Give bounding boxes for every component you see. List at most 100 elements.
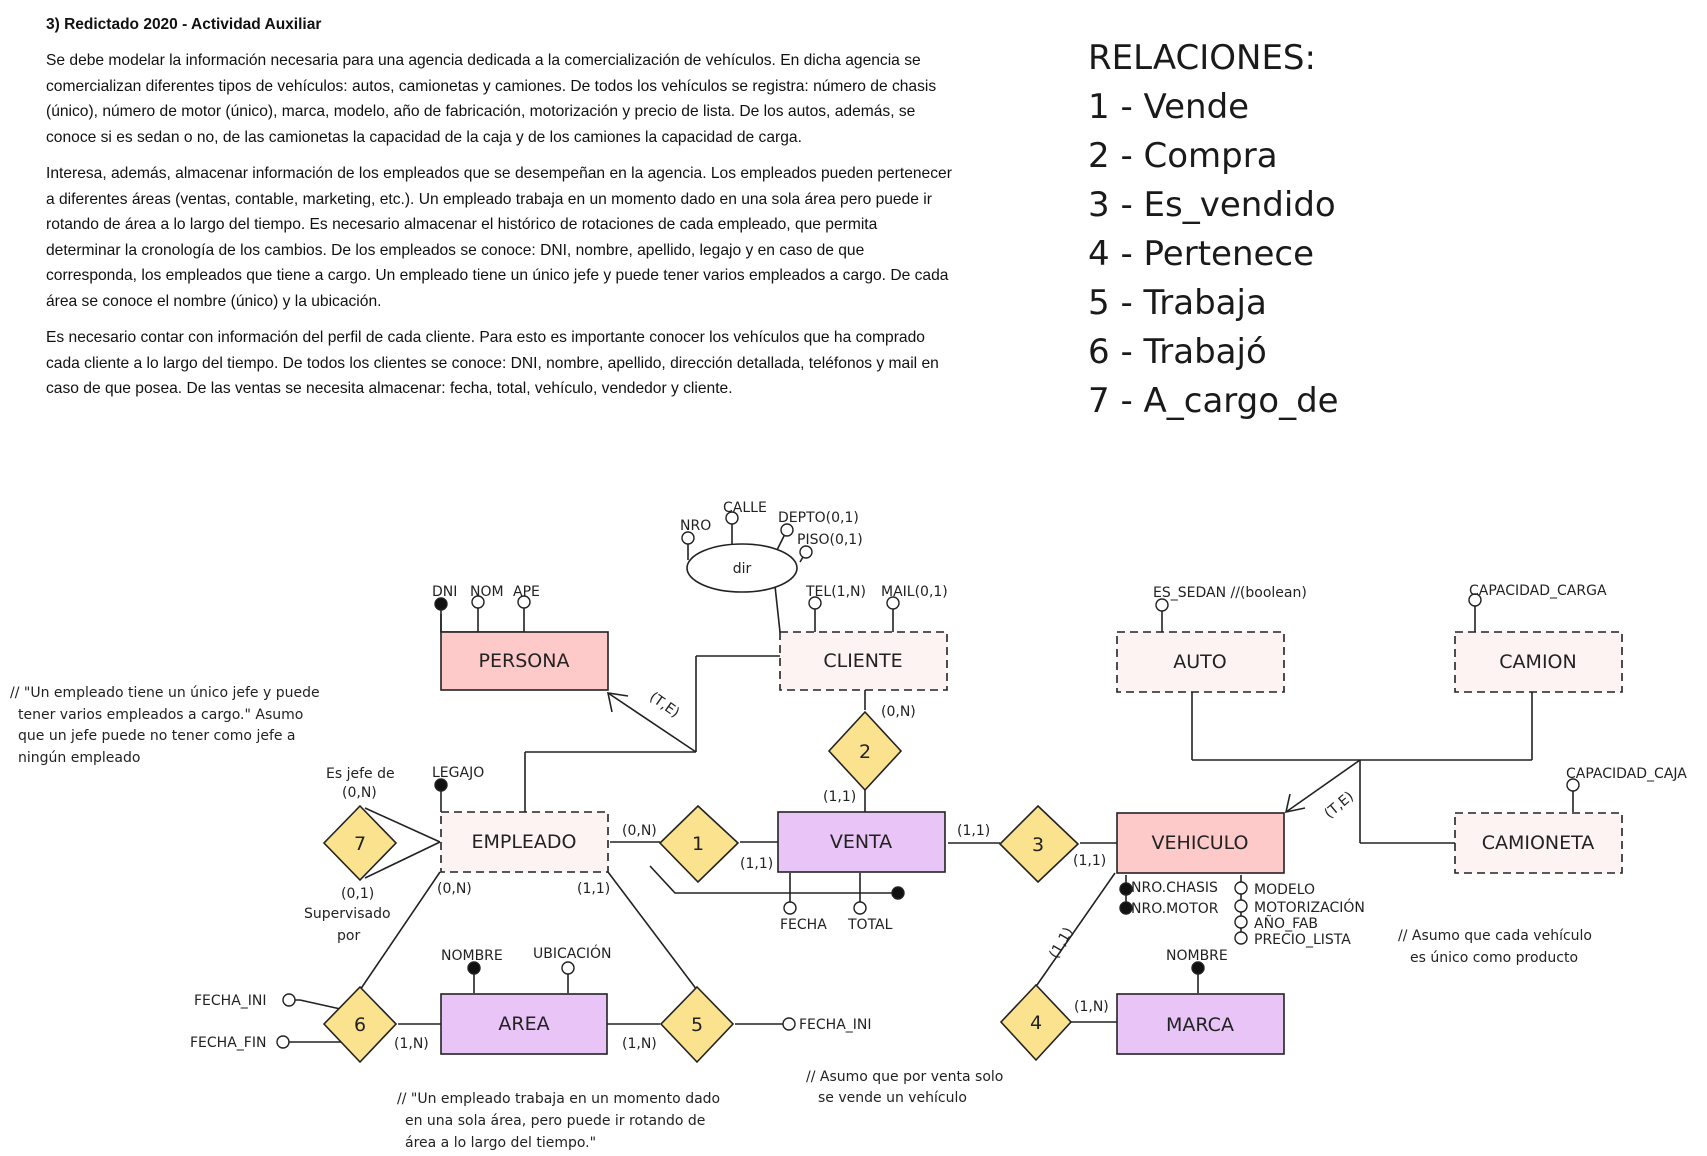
relationship-4: 4 (999, 983, 1073, 1062)
attr-nro: NRO (680, 518, 711, 534)
relationship-7-label: 7 (354, 833, 366, 855)
card-empleado-r6: (0,N) (437, 881, 472, 897)
marker-r6-fecha-ini (282, 993, 296, 1007)
composite-attribute-dir: dir (686, 543, 798, 593)
dir-label: dir (733, 561, 752, 577)
attr-marca-nombre: NOMBRE (1166, 948, 1228, 964)
statement-paragraph-2: Interesa, además, almacenar información … (46, 165, 952, 310)
relation-item-6: 6 - Trabajó (1088, 332, 1267, 372)
marker-nom (471, 595, 485, 609)
card-empleado-r1: (0,N) (622, 823, 657, 839)
card-vehiculo-r3: (1,1) (1073, 853, 1106, 869)
marker-depto (780, 523, 794, 537)
attr-total: TOTAL (847, 917, 893, 933)
attr-legajo: LEGAJO (432, 765, 484, 781)
relationship-3: 3 (998, 804, 1080, 884)
relationship-7: 7 (322, 804, 398, 882)
marker-r6-fecha-fin (276, 1035, 290, 1049)
card-venta-r3: (1,1) (957, 823, 990, 839)
note-jefe-line-1: // "Un empleado tiene un único jefe y pu… (10, 685, 320, 701)
entity-auto-label: AUTO (1173, 651, 1226, 673)
relationship-6: 6 (322, 985, 398, 1064)
marker-ubicacion (561, 961, 575, 975)
card-persona-spec: (T,E) (646, 689, 682, 721)
attr-r6-fecha-fin: FECHA_FIN (190, 1035, 266, 1051)
marker-ape (517, 595, 531, 609)
cardinality-labels: (T,E) (T,E) (0,N) (1,1) (0,N) (1,1) (1,1… (304, 689, 1357, 1052)
attr-capacidad-carga: CAPACIDAD_CARGA (1469, 583, 1607, 599)
note-jefe-line-3: que un jefe puede no tener como jefe a (18, 728, 296, 744)
marker-motorizacion (1234, 899, 1248, 913)
annotation-notes: // "Un empleado tiene un único jefe y pu… (10, 685, 1592, 1151)
attr-ape: APE (513, 584, 540, 600)
marker-r5-fecha-ini (782, 1017, 796, 1031)
relationship-2-label: 2 (859, 741, 871, 763)
attr-area-nombre: NOMBRE (441, 948, 503, 964)
card-vehiculo-r4: (1,1) (1046, 925, 1076, 962)
relationship-5: 5 (659, 985, 735, 1064)
attr-capacidad-caja: CAPACIDAD_CAJA (1566, 766, 1687, 782)
card-venta-r1: (1,1) (740, 856, 773, 872)
relation-item-3: 3 - Es_vendido (1088, 185, 1336, 225)
key-marker-legajo (434, 778, 448, 792)
entity-marca-label: MARCA (1166, 1014, 1234, 1036)
card-cliente-r2: (0,N) (881, 704, 916, 720)
relationship-3-label: 3 (1032, 834, 1044, 856)
card-area-r5: (1,N) (622, 1036, 657, 1052)
marker-capacidad-carga (1468, 593, 1482, 607)
attr-motorizacion: MOTORIZACIÓN (1254, 898, 1365, 916)
relation-item-2: 2 - Compra (1088, 136, 1278, 176)
attr-es-sedan: ES_SEDAN //(boolean) (1153, 585, 1307, 601)
connection-lines (283, 585, 1533, 1043)
attr-anio-fab: AÑO_FAB (1254, 915, 1318, 932)
entity-persona: PERSONA (440, 631, 609, 691)
entity-venta-label: VENTA (830, 831, 892, 853)
entity-area: AREA (440, 993, 608, 1055)
attr-nro-chasis: NRO.CHASIS (1131, 880, 1218, 896)
card-area-r6: (1,N) (394, 1036, 429, 1052)
marker-total (853, 901, 867, 915)
entity-camion: CAMION (1454, 631, 1623, 693)
relationship-1: 1 (658, 804, 740, 884)
entity-camioneta-label: CAMIONETA (1482, 832, 1595, 854)
relationship-1-label: 1 (692, 833, 704, 855)
entity-empleado: EMPLEADO (440, 811, 609, 873)
attr-ubicacion: UBICACIÓN (533, 944, 611, 962)
attr-dni: DNI (432, 584, 457, 600)
problem-statement: 3) Redictado 2020 - Actividad Auxiliar S… (46, 16, 956, 413)
card-venta-r2: (1,1) (823, 789, 856, 805)
entity-vehiculo: VEHICULO (1116, 812, 1285, 874)
card-r7-top: (0,N) (342, 785, 377, 801)
marker-fecha (783, 901, 797, 915)
note-vehiculo-line-2: es único como producto (1410, 950, 1578, 966)
marker-piso (799, 545, 813, 559)
entity-empleado-label: EMPLEADO (471, 831, 576, 853)
card-r7-bottom-role-2: por (337, 928, 360, 944)
entity-vehiculo-label: VEHICULO (1152, 832, 1249, 854)
attribute-stems (440, 518, 1574, 993)
note-jefe-line-4: ningún empleado (18, 750, 140, 766)
entity-cliente: CLIENTE (779, 631, 948, 691)
attr-mail: MAIL(0,1) (881, 584, 948, 600)
marker-precio-lista (1234, 931, 1248, 945)
entity-area-label: AREA (498, 1013, 549, 1035)
marker-nro (681, 531, 695, 545)
card-empleado-r5: (1,1) (577, 881, 610, 897)
note-venta-line-2: se vende un vehículo (818, 1090, 967, 1106)
attr-fecha: FECHA (780, 917, 827, 933)
key-marker-chasis (1119, 882, 1133, 896)
marker-tel (808, 596, 822, 610)
key-marker-marca-nombre (1191, 961, 1205, 975)
marker-anio-fab (1234, 915, 1248, 929)
card-r7-bottom-role-1: Supervisado (304, 906, 391, 922)
entity-auto: AUTO (1116, 631, 1285, 693)
note-area-line-3: área a lo largo del tiempo." (405, 1135, 596, 1151)
note-jefe-line-2: tener varios empleados a cargo." Asumo (18, 707, 303, 723)
attr-nom: NOM (470, 584, 504, 600)
attribute-labels: DNI NOM APE NRO CALLE DEPTO(0,1) PISO(0,… (190, 500, 1687, 1051)
attr-r6-fecha-ini: FECHA_INI (194, 993, 267, 1009)
attr-piso: PISO(0,1) (797, 532, 863, 548)
key-marker-motor (1119, 901, 1133, 915)
attr-calle: CALLE (723, 500, 767, 516)
